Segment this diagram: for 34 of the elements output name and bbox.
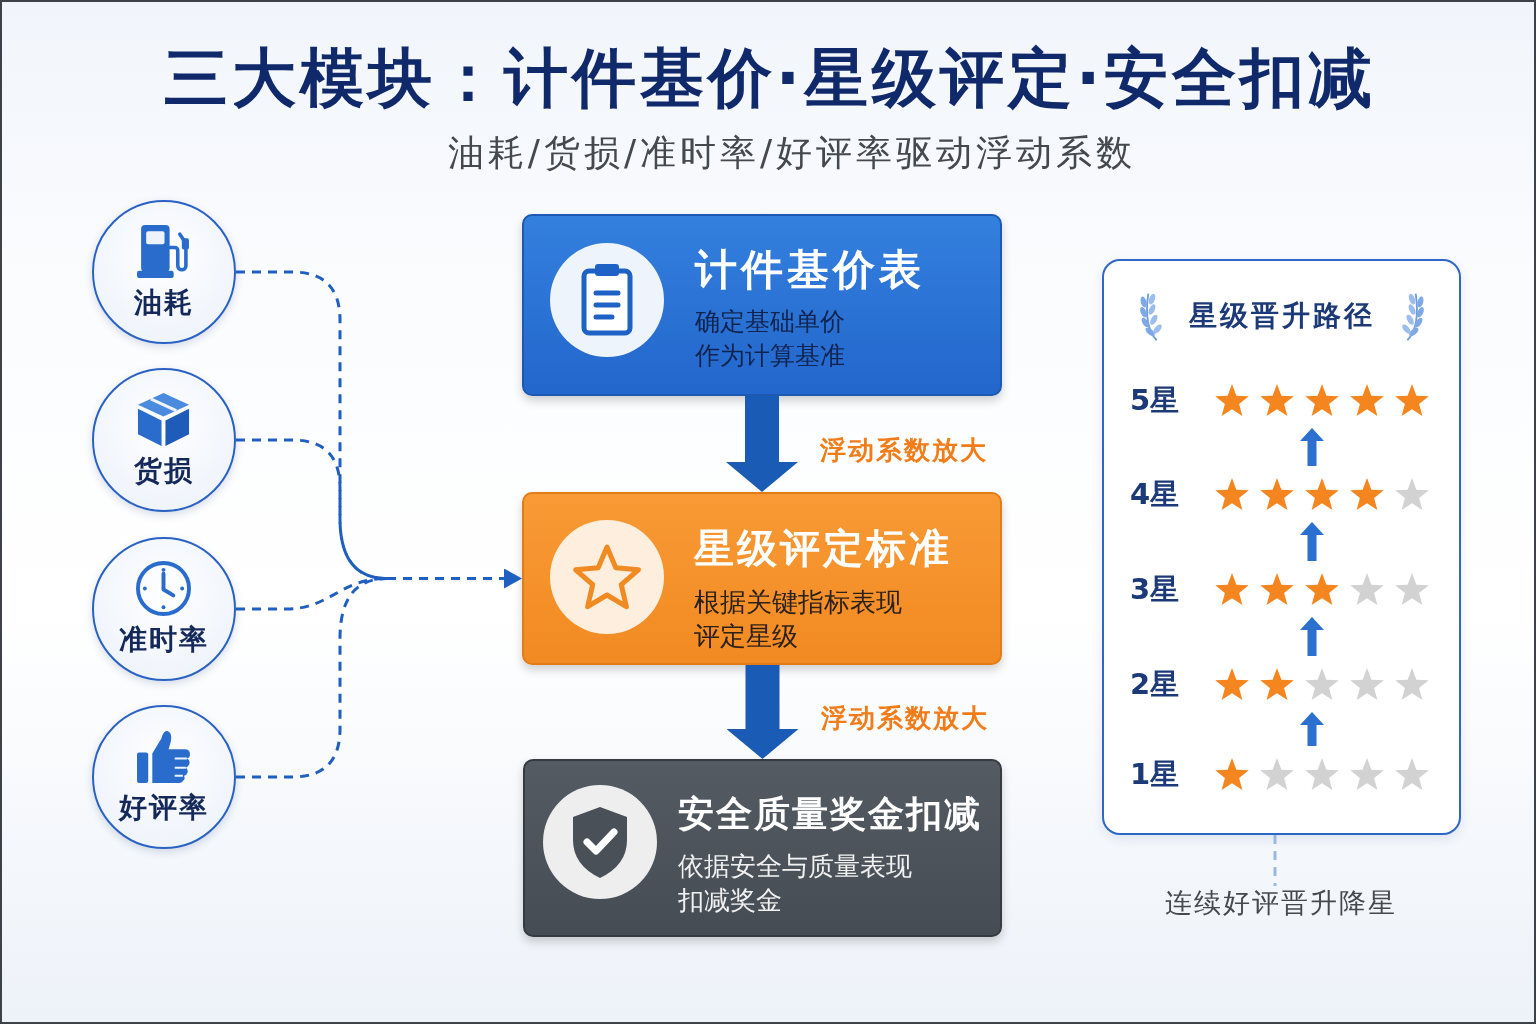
subtitle: 油耗/货损/准时率/好评率驱动浮动系数 [447, 131, 1137, 175]
edge-label: 浮动系数放大 [820, 702, 989, 735]
metric-label: 货损 [134, 454, 194, 488]
module-card [522, 492, 1002, 665]
caption-text: 连续好评晋升降星 [1165, 886, 1397, 920]
module-card [523, 759, 1002, 937]
block-arrow [726, 665, 799, 759]
rating-panel [1102, 259, 1461, 835]
arrow [1300, 428, 1324, 466]
edge-label: 浮动系数放大 [820, 434, 988, 467]
arrow [1300, 617, 1324, 656]
metric-label: 油耗 [134, 286, 194, 320]
card-description: 依据安全与质量表现扣减奖金 [678, 850, 913, 917]
star-level-label: 4星 [1130, 477, 1180, 511]
card-title: 安全质量奖金扣减 [678, 792, 982, 836]
dashed-line [1273, 835, 1277, 886]
title: 三大模块：计件基价·星级评定·安全扣减 [163, 40, 1377, 117]
panel-title: 星级晋升路径 [1188, 299, 1375, 333]
metric-label: 好评率 [119, 791, 209, 825]
star-level-label: 5星 [1130, 383, 1180, 417]
card-title: 计件基价表 [695, 245, 925, 296]
arrow [1300, 522, 1324, 561]
block-arrow [726, 396, 798, 492]
card-description: 确定基础单价作为计算基准 [695, 306, 846, 372]
star-level-label: 3星 [1130, 572, 1180, 606]
card-description: 根据关键指标表现评定星级 [694, 586, 903, 653]
metric-label: 准时率 [119, 623, 209, 657]
dashed-line [236, 577, 388, 779]
card-title: 星级评定标准 [694, 524, 952, 572]
arrow [1300, 712, 1324, 746]
module-card [522, 214, 1002, 396]
dashed-arrow [387, 568, 522, 589]
star-level-label: 2星 [1130, 667, 1180, 701]
star-level-label: 1星 [1130, 757, 1180, 791]
